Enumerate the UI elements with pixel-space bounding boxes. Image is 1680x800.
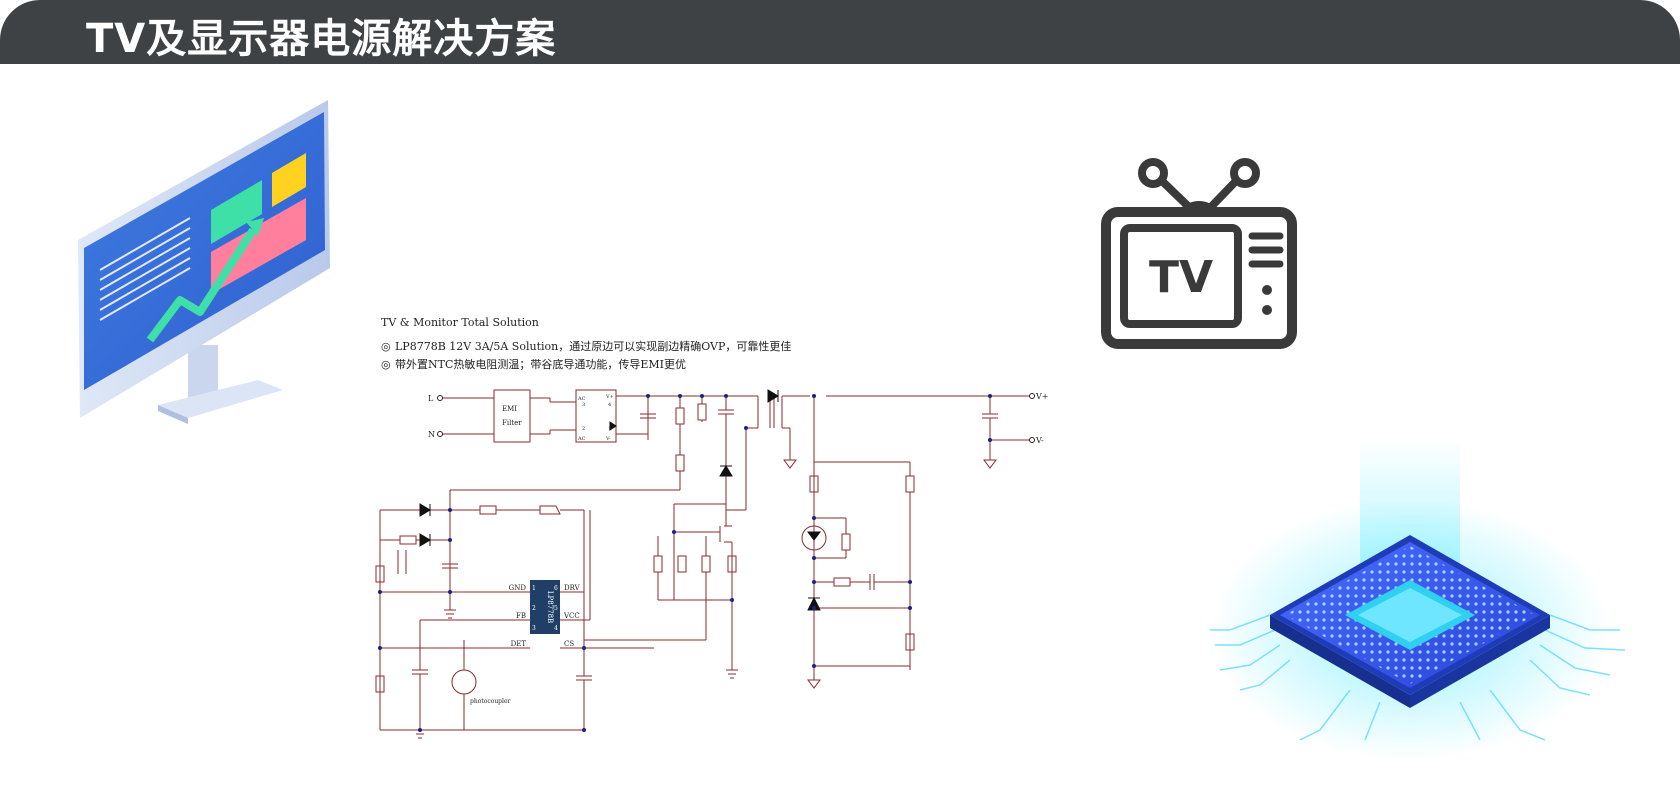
- terminal-neutral: N: [428, 430, 435, 439]
- ic-pin-num: 1: [532, 585, 536, 592]
- tv-icon-text: TV: [1149, 252, 1213, 303]
- ic-pin-num: 6: [554, 585, 558, 592]
- bullet-text: 带外置NTC热敏电阻测温；带谷底导通功能，传导EMI更优: [395, 358, 687, 371]
- bridge-p4: 4: [608, 402, 611, 408]
- ic-pin-fb: FB: [516, 612, 526, 620]
- terminal-live: L: [428, 394, 434, 403]
- header-bar: TV及显示器电源解决方案: [0, 0, 1680, 64]
- terminal-vpos: V+: [1035, 392, 1048, 401]
- emi-label-1: EMI: [502, 405, 517, 413]
- ic-pin-num: 2: [532, 605, 536, 612]
- bullet-line-1: ◎ LP8778B 12V 3A/5A Solution，通过原边可以实现副边精确…: [381, 338, 791, 354]
- ic-pin-num: 3: [532, 625, 536, 632]
- monitor-illustration-icon: [78, 100, 330, 424]
- ic-pin-num: 4: [554, 625, 558, 632]
- circuit-schematic: L N V+ V- EMI Filter AC V+ 3 4 2 1 AC V-…: [375, 389, 1048, 739]
- ic-pin-gnd: GND: [509, 584, 527, 592]
- bullet-text: LP8778B 12V 3A/5A Solution，通过原边可以实现副边精确O…: [395, 340, 792, 353]
- photocoupler-label: photocoupler: [470, 698, 510, 705]
- ic-chip: [530, 580, 560, 634]
- bullet-symbol: ◎: [381, 340, 391, 353]
- ic-pin-det: DET: [511, 640, 527, 648]
- ic-pin-vcc: VCC: [563, 612, 580, 620]
- bullet-symbol: ◎: [381, 358, 391, 371]
- bridge-ac-bottom: AC: [577, 436, 586, 442]
- emi-label-2: Filter: [502, 419, 522, 427]
- bridge-ac-top: AC: [577, 396, 586, 402]
- ic-pin-num: 5: [554, 605, 558, 612]
- bridge-vminus: V-: [605, 436, 611, 442]
- tv-icon: TV: [1101, 158, 1297, 349]
- bridge-p3: 3: [582, 402, 585, 408]
- bridge-p1: 1: [608, 426, 611, 432]
- ic-name: LP8778B: [546, 591, 554, 623]
- glowing-chip-icon: [1210, 440, 1626, 760]
- bridge-p2: 2: [582, 426, 585, 432]
- ic-pin-drv: DRV: [564, 584, 581, 592]
- bridge-vplus: V+: [605, 394, 614, 400]
- terminal-vneg: V-: [1035, 436, 1044, 445]
- page-title: TV及显示器电源解决方案: [86, 16, 557, 62]
- bullet-line-2: ◎ 带外置NTC热敏电阻测温；带谷底导通功能，传导EMI更优: [381, 356, 686, 372]
- ic-pin-cs: CS: [564, 640, 574, 648]
- circuit-title: TV & Monitor Total Solution: [381, 316, 539, 329]
